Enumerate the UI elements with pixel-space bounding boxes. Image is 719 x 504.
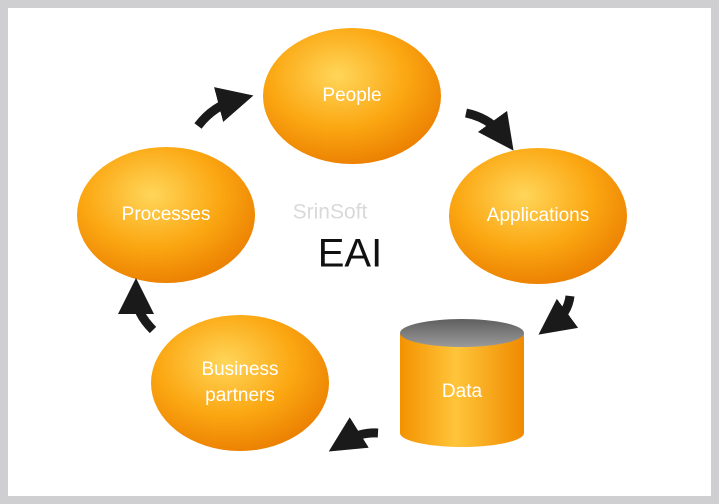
node-label-processes: Processes (122, 204, 211, 225)
diagram-frame: SrinSoft EAI People Applications Process… (8, 8, 711, 496)
node-business-partners: Business partners (151, 315, 329, 451)
center-label: EAI (318, 232, 382, 276)
arrow-data-to-business-partners (328, 417, 379, 452)
node-people: People (263, 28, 441, 164)
node-label-data: Data (442, 381, 483, 402)
node-processes: Processes (77, 147, 255, 283)
node-label-business-partners-line2: partners (205, 385, 275, 406)
node-data-cylinder: Data (400, 319, 524, 447)
arrow-people-to-applications (464, 108, 514, 151)
node-applications: Applications (449, 148, 627, 284)
node-label-applications: Applications (487, 205, 589, 226)
watermark-text: SrinSoft (293, 201, 368, 224)
eai-diagram: SrinSoft EAI People Applications Process… (77, 28, 627, 452)
cylinder-top (400, 319, 524, 347)
arrow-applications-to-data (538, 295, 579, 335)
arrow-business-partners-to-processes (118, 278, 157, 334)
node-label-people: People (322, 85, 381, 106)
arrow-processes-to-people (194, 87, 254, 129)
node-label-business-partners-line1: Business (201, 359, 278, 380)
